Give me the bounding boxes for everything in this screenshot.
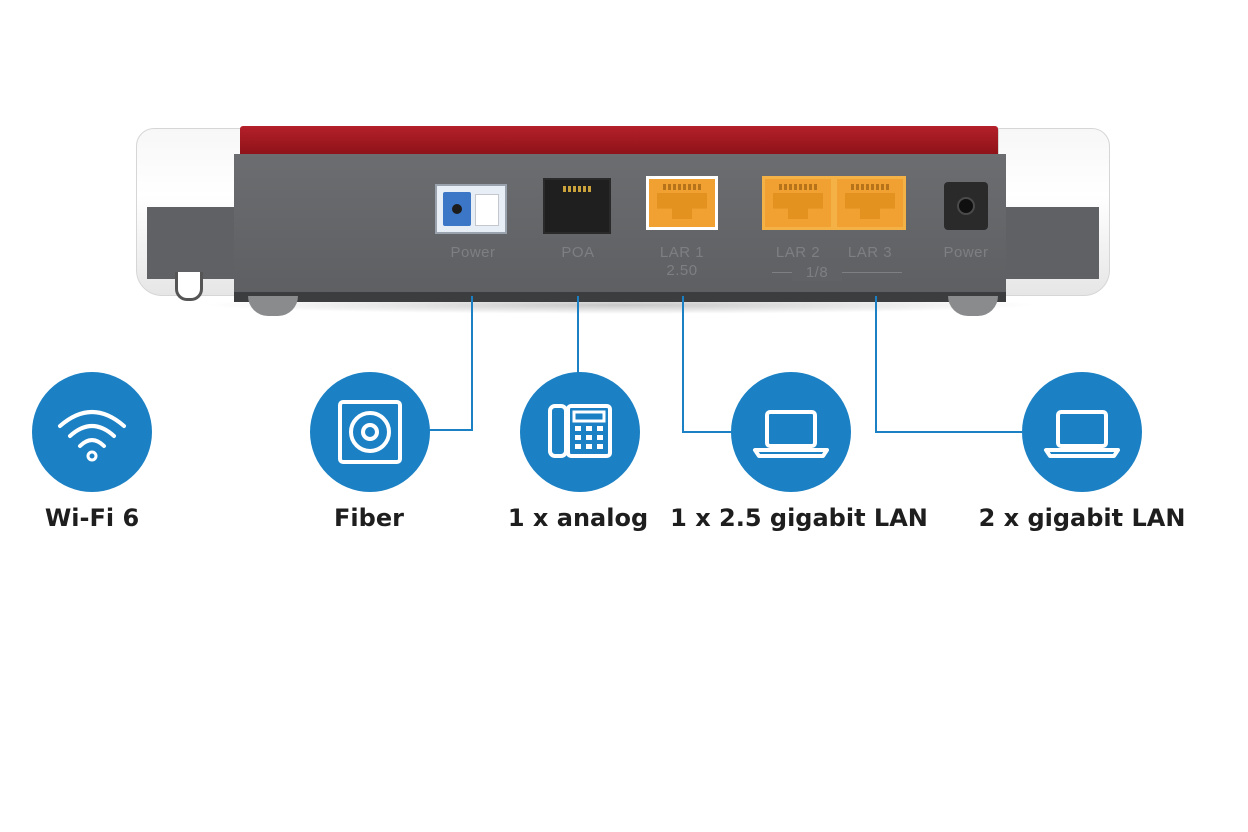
router-red-top-panel — [240, 126, 998, 156]
port-label-fiber: Power — [450, 244, 496, 261]
connector-fiber — [428, 296, 473, 431]
feature-label-fiber: Fiber — [334, 504, 404, 532]
lan1-port — [646, 176, 718, 230]
fiber-socket-icon — [310, 372, 430, 492]
feature-label-analog: 1 x analog — [507, 504, 649, 532]
laptop-icon — [1022, 372, 1142, 492]
feature-label-lan25: 1 x 2.5 gigabit LAN — [670, 504, 928, 532]
laptop-icon — [731, 372, 851, 492]
port-label-power: Power — [943, 244, 989, 261]
lan2-port — [762, 176, 834, 230]
router-right-end-cap — [998, 128, 1110, 296]
port-sublabel-lan1: 2.50 — [666, 262, 698, 279]
port-label-lan2: LAR 2 — [775, 244, 821, 261]
cable-notch — [175, 272, 203, 301]
wifi-icon — [32, 372, 152, 492]
connector-lan1 — [682, 296, 735, 433]
port-label-lan1: LAR 1 — [659, 244, 705, 261]
power-port — [944, 182, 988, 230]
fiber-port — [435, 184, 507, 234]
router-foot-right — [948, 296, 998, 316]
telephone-icon — [520, 372, 640, 492]
router-foot-left — [248, 296, 298, 316]
feature-label-wifi: Wi-Fi 6 — [44, 504, 140, 532]
router-rear-view: Power POA LAR 1 2.50 LAR 2 LAR 3 Power 1… — [0, 0, 1248, 340]
port-label-lan3: LAR 3 — [847, 244, 893, 261]
router-base — [234, 292, 1006, 302]
feature-label-lan: 2 x gigabit LAN — [978, 504, 1186, 532]
lan-group-label: 1/8 — [792, 264, 842, 281]
phone-port — [543, 178, 611, 234]
connector-lan23 — [875, 296, 1022, 433]
port-label-phone: POA — [561, 244, 595, 261]
lan3-port — [834, 176, 906, 230]
